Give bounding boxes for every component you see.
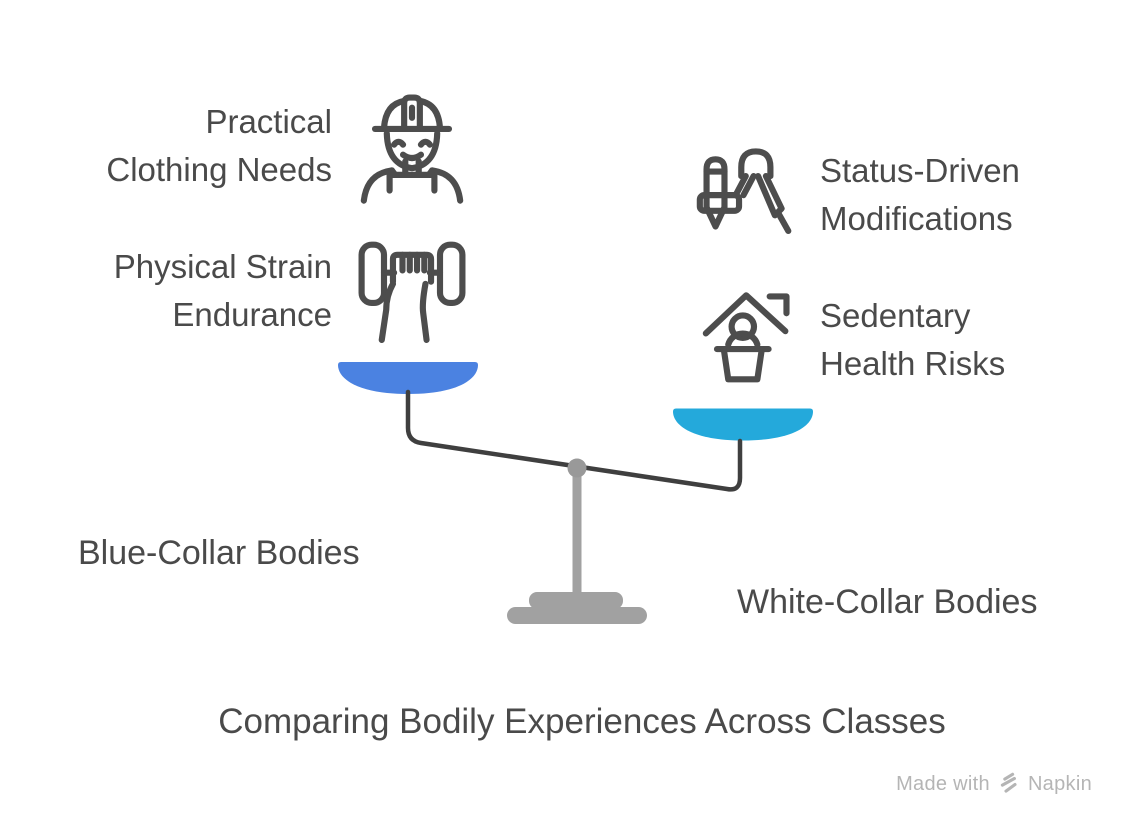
factor-line: Practical	[205, 103, 332, 140]
factor-label-sedentary-health: Sedentary Health Risks	[820, 292, 1120, 388]
drafting-compass-icon	[692, 138, 804, 250]
hand-dumbbell-icon	[356, 238, 468, 350]
scale-pivot	[567, 458, 587, 478]
watermark-brand-text: Napkin	[1027, 773, 1092, 795]
scale-pole	[572, 474, 582, 594]
scale-base-upper	[529, 592, 623, 609]
factor-line: Health Risks	[820, 345, 1006, 382]
scale-base-lower	[507, 607, 647, 624]
factor-line: Physical Strain	[113, 248, 332, 285]
factor-line: Sedentary	[820, 297, 971, 334]
left-scale-pan	[338, 362, 478, 394]
factor-label-status-driven: Status-Driven Modifications	[820, 147, 1120, 243]
construction-worker-icon	[356, 92, 468, 204]
watermark-made-with-text: Made with	[896, 773, 990, 795]
factor-line: Endurance	[172, 296, 332, 333]
right-scale-pan	[673, 408, 813, 441]
napkin-logo-icon	[1000, 772, 1017, 793]
home-sedentary-icon	[698, 283, 810, 395]
factor-line: Modifications	[820, 200, 1013, 237]
factor-line: Clothing Needs	[106, 151, 332, 188]
factor-line: Status-Driven	[820, 152, 1020, 189]
watermark: Made with Napkin	[896, 771, 1092, 798]
factor-label-physical-strain: Physical Strain Endurance	[40, 243, 332, 339]
diagram-title: Comparing Bodily Experiences Across Clas…	[218, 702, 946, 741]
factor-label-practical-clothing: Practical Clothing Needs	[40, 98, 332, 194]
category-label-white-collar: White-Collar Bodies	[737, 583, 1038, 621]
category-label-blue-collar: Blue-Collar Bodies	[78, 534, 360, 572]
